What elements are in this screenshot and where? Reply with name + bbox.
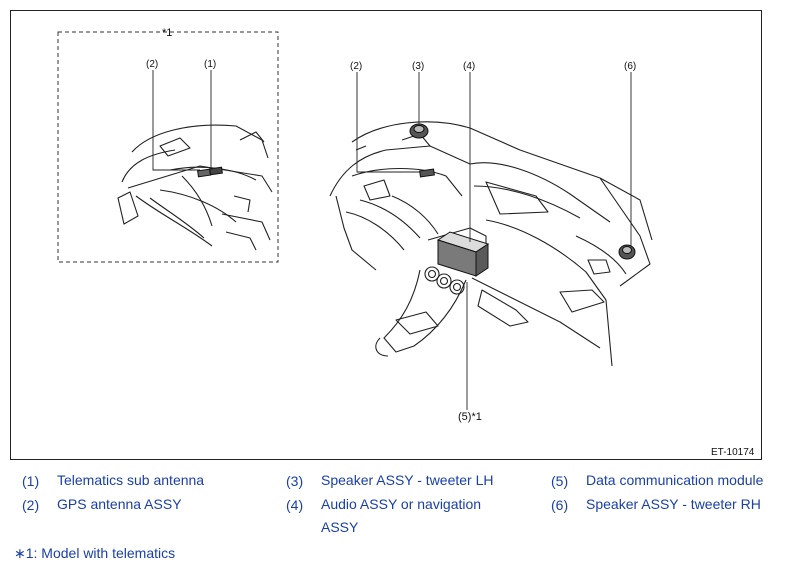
legend-num-5: (5) [551, 473, 569, 489]
figure-id: ET-10174 [711, 447, 755, 458]
main-callout-6: (6) [624, 61, 637, 72]
footnote: ∗1: Model with telematics [14, 545, 176, 561]
main-callout-2: (2) [350, 61, 363, 72]
legend-num-6: (6) [551, 497, 569, 513]
center-vents [424, 266, 465, 295]
diagram-frame [10, 10, 762, 460]
legend-num-1: (1) [22, 473, 40, 489]
inset-leaders [152, 70, 212, 171]
audio-navigation-unit [436, 231, 490, 277]
main-gps-antenna [419, 168, 435, 178]
legend-text-1: Telematics sub antenna [57, 472, 205, 488]
inset-dashed-box [57, 31, 279, 263]
legend-text-6: Speaker ASSY - tweeter RH [586, 496, 761, 512]
main-dashboard-sketch [329, 121, 653, 367]
inset-callout-2: (2) [146, 59, 159, 70]
main-callout-4: (4) [463, 61, 476, 72]
main-leaders [356, 72, 632, 410]
inset-telematics-antenna [209, 166, 223, 176]
legend-text-4: Audio ASSY or navigation ASSY [321, 496, 482, 535]
legend-text-3: Speaker ASSY - tweeter LH [321, 472, 494, 488]
main-callout-5: (5)*1 [458, 411, 482, 423]
legend-num-4: (4) [286, 497, 304, 513]
legend-num-2: (2) [22, 497, 40, 513]
inset-callout-1: (1) [204, 59, 217, 70]
legend-text-5: Data communication module [586, 472, 764, 488]
inset-dashboard-sketch [117, 124, 273, 251]
main-callout-3: (3) [412, 61, 425, 72]
inset-marker: *1 [162, 27, 173, 39]
legend-num-3: (3) [286, 473, 304, 489]
legend-text-2: GPS antenna ASSY [57, 496, 182, 512]
inset-gps-antenna [197, 168, 211, 178]
tweeter-rh [618, 244, 636, 260]
tweeter-lh [409, 123, 429, 139]
